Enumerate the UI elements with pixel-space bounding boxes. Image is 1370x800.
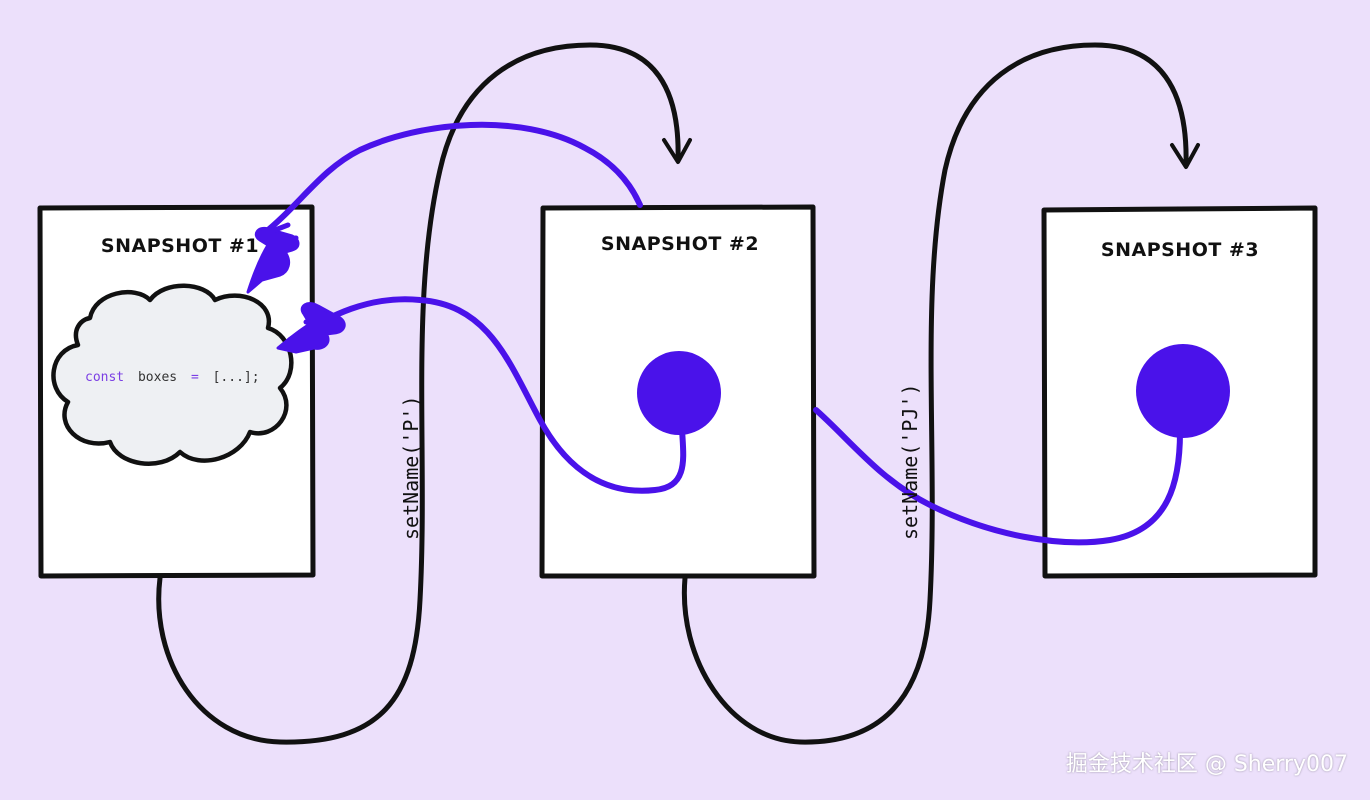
render-flow-line-2 [681, 42, 1189, 745]
code-value: [...]; [213, 370, 260, 385]
pointer-hand-icon [276, 302, 346, 354]
code-snippet: const boxes = [...]; [85, 370, 260, 385]
state-cloud: const boxes = [...]; [51, 283, 294, 466]
reference-line-middle [287, 296, 687, 494]
snapshot-title: SNAPSHOT #3 [1101, 239, 1259, 261]
code-operator: = [191, 370, 199, 385]
code-identifier: boxes [138, 370, 177, 385]
pointer-hand-icon [246, 222, 300, 294]
snapshot-title: SNAPSHOT #2 [601, 233, 759, 255]
state-value-circle [637, 351, 721, 435]
arrowhead-icon [662, 138, 692, 164]
arrowhead-icon [1170, 143, 1200, 169]
code-keyword: const [85, 370, 124, 385]
set-name-call-label: setName('P') [399, 396, 423, 541]
reference-line-top [259, 121, 643, 238]
reference-line-lower [813, 407, 1183, 546]
watermark: 掘金技术社区 @ Sherry007 [1065, 752, 1348, 777]
render-flow-line-1 [156, 42, 681, 745]
state-value-circle [1136, 344, 1230, 438]
set-name-call-label: setName('PJ') [898, 383, 922, 540]
snapshot-title: SNAPSHOT #1 [101, 235, 259, 257]
